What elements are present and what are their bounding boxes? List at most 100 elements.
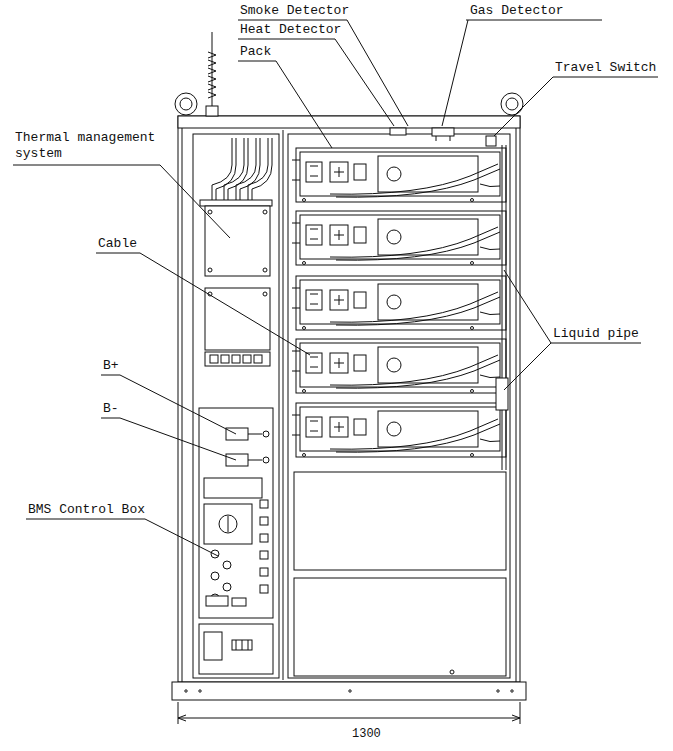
dimension-arrow bbox=[512, 715, 520, 721]
terminal bbox=[221, 355, 229, 363]
coolant-pipe bbox=[480, 247, 500, 250]
module bbox=[248, 640, 249, 650]
coolant-hose bbox=[240, 138, 260, 205]
pack-cover bbox=[378, 284, 478, 320]
bolt bbox=[497, 690, 499, 692]
leader-line bbox=[442, 20, 468, 126]
relay bbox=[206, 596, 228, 606]
connector bbox=[260, 517, 268, 525]
switch-plate bbox=[204, 504, 252, 544]
bms-control-box bbox=[199, 408, 273, 674]
module bbox=[236, 640, 237, 650]
connector bbox=[260, 585, 268, 593]
bolt bbox=[349, 690, 351, 692]
module bbox=[242, 640, 243, 650]
vent-plug bbox=[387, 295, 401, 309]
terminal bbox=[243, 355, 251, 363]
manifold-and-sensors bbox=[294, 128, 508, 676]
leader-line bbox=[466, 20, 602, 21]
rotary-switch bbox=[219, 515, 237, 533]
bolt bbox=[199, 690, 201, 692]
coolant-hose bbox=[248, 138, 268, 205]
coolant-pipe bbox=[480, 312, 500, 315]
dimension-line bbox=[178, 718, 520, 719]
pack-tray bbox=[296, 276, 506, 330]
breaker bbox=[204, 478, 262, 498]
coolant-hose bbox=[228, 138, 248, 205]
antenna bbox=[206, 32, 218, 116]
pin bbox=[339, 230, 340, 240]
bolt bbox=[185, 690, 187, 692]
pack-body bbox=[300, 215, 500, 259]
lifting-eye bbox=[501, 93, 523, 115]
antenna-base bbox=[206, 106, 218, 116]
connector bbox=[260, 568, 268, 576]
pack-connector bbox=[306, 353, 322, 373]
lifting-eye bbox=[180, 98, 192, 110]
pack-tray bbox=[296, 339, 506, 393]
screw bbox=[471, 199, 474, 202]
module bbox=[204, 632, 222, 660]
battery-pack bbox=[292, 211, 506, 265]
pack-body bbox=[300, 280, 500, 324]
leader-line bbox=[101, 418, 236, 460]
bolt bbox=[511, 690, 513, 692]
gas-detector bbox=[432, 128, 454, 136]
extension-line bbox=[520, 702, 521, 724]
coolant-pipe bbox=[330, 164, 498, 194]
part-label: Smoke Detector bbox=[240, 3, 349, 19]
connector bbox=[260, 500, 268, 508]
screw bbox=[471, 327, 474, 330]
pack-cover bbox=[378, 411, 478, 447]
screw bbox=[471, 262, 474, 265]
pin bbox=[339, 167, 340, 177]
pack-connector bbox=[306, 290, 322, 310]
pin bbox=[310, 304, 318, 305]
bms-panel bbox=[199, 408, 273, 618]
pack-connector bbox=[354, 164, 366, 180]
cable-stub bbox=[292, 415, 300, 416]
screw bbox=[263, 210, 267, 214]
part-label: B- bbox=[103, 401, 119, 417]
cable-stub bbox=[292, 288, 300, 289]
pin bbox=[310, 176, 318, 177]
leader-line bbox=[553, 77, 658, 78]
screw bbox=[263, 268, 267, 272]
antenna-coil bbox=[208, 60, 216, 66]
antenna-coil bbox=[208, 92, 216, 98]
connector bbox=[260, 551, 268, 559]
pin bbox=[339, 422, 340, 432]
pin bbox=[310, 421, 318, 422]
pin bbox=[310, 431, 318, 432]
thermal-management-unit bbox=[200, 138, 272, 366]
pin bbox=[310, 239, 318, 240]
gas-detector bbox=[450, 136, 451, 141]
leader-line bbox=[13, 20, 658, 556]
cable-stub bbox=[292, 308, 300, 309]
leader-line bbox=[13, 165, 230, 238]
vent-plug bbox=[387, 358, 401, 372]
terminal bbox=[232, 355, 240, 363]
pack-cover bbox=[378, 219, 478, 255]
coolant-pipe bbox=[480, 184, 500, 187]
vent-plug bbox=[387, 422, 401, 436]
connector bbox=[260, 534, 268, 542]
cable-stub bbox=[292, 223, 300, 224]
screw bbox=[471, 390, 474, 393]
coolant-pipe bbox=[330, 227, 498, 257]
terminal bbox=[210, 355, 218, 363]
leader-line bbox=[238, 61, 332, 148]
coolant-pipe bbox=[480, 439, 500, 442]
cabinet-frame bbox=[172, 93, 526, 700]
leader-line bbox=[504, 270, 551, 343]
pack-connector bbox=[306, 225, 322, 245]
cable-stub bbox=[292, 435, 300, 436]
pin bbox=[310, 166, 318, 167]
module bbox=[232, 640, 252, 650]
leader-line bbox=[494, 77, 553, 136]
leader-line bbox=[238, 20, 408, 126]
pack-connector bbox=[330, 290, 348, 310]
battery-pack bbox=[292, 276, 506, 330]
part-label: Pack bbox=[240, 44, 271, 60]
screw bbox=[303, 199, 306, 202]
